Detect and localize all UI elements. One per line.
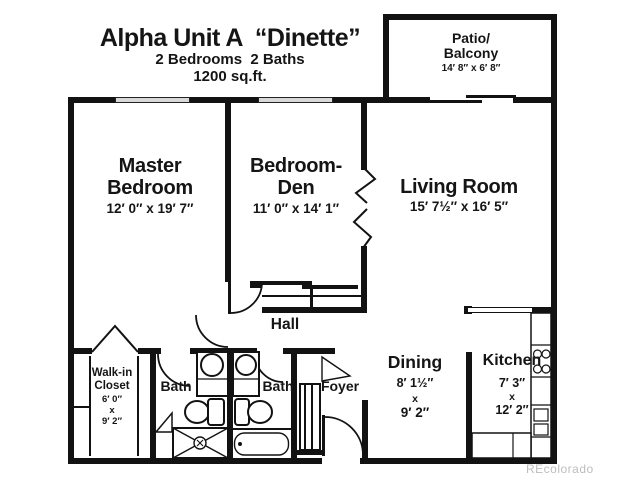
bathtub-icon [229,428,294,460]
walkin-closet-label2: Closet [94,380,130,392]
sink-icon [235,354,257,376]
bypass-door-icon [302,285,358,289]
shower-drain-icon [193,436,207,450]
window-master-icon [115,97,190,103]
entry-door-leaf [322,415,325,456]
master-bedroom-dims: 12′ 0″ x 19′ 7″ [106,201,194,216]
sliding-door-panel-icon [466,95,516,98]
bedroom-den-label: Bedroom- [249,155,343,177]
wall-left-outer [68,97,74,464]
wall-bottom-left [68,458,322,464]
entry-door-arc-icon [324,416,364,456]
wall-bath2-foyer [291,348,297,464]
toilet-tank-icon [234,398,250,426]
walkin-closet-dim2: 9′ 2″ [101,416,123,427]
sliding-door-panel-icon [430,100,482,103]
wall-kitchen-top [533,307,551,313]
bedroom-den-dims: 11′ 0″ x 14′ 1″ [252,201,340,216]
dining-label: Dining [387,352,443,372]
living-room-dims: 15′ 7½″ x 16′ 5″ [409,199,509,214]
kitchen-dim1: 7′ 3″ [498,376,526,390]
hall-label: Hall [270,316,300,333]
bedroom-den-label2: Den [277,177,315,199]
wall-bath-top-b [138,348,161,354]
plan-title: Alpha Unit A “Dinette” [99,24,361,52]
window-den-icon [258,97,333,103]
wall-den-closet-bottom [262,307,366,313]
plan-subtitle-sqft: 1200 sq.ft. [193,68,267,85]
master-bedroom-label: Master [118,155,182,177]
kitchen-sink-icon [533,423,549,436]
walkin-closet-dim1: 6′ 0″ [101,394,123,405]
bath1-label: Bath [160,378,192,394]
wall-dining-foyer [362,400,368,458]
wall-baths-divider [227,354,233,458]
foyer-closet-line [304,383,306,451]
wall-bath-top-a [68,348,92,354]
wall-top-main [68,97,430,103]
kitchen-bottom-counter [471,432,532,459]
toilet-icon [247,400,273,424]
patio-dims: 14′ 8″ x 6′ 8″ [441,63,501,74]
bath2-label: Bath [262,378,294,394]
foyer-closet-line [311,383,313,451]
plan-subtitle-beds-baths: 2 Bedrooms 2 Baths [155,51,305,68]
walkin-shelf-line [89,356,91,456]
dining-dim2: 9′ 2″ [400,405,430,420]
kitchen-dim2: 12′ 2″ [495,403,529,417]
walkin-closet-x: x [109,405,115,416]
wall-right-outer [551,14,557,464]
walkin-shelf-tick [74,406,90,408]
kitchen-passthrough-counter [467,307,533,313]
kitchen-label: Kitchen [482,352,542,369]
shower-door-icon [154,410,173,433]
master-bedroom-label2: Bedroom [107,177,193,199]
wall-den-living-upper [361,103,367,170]
den-door-leaf [228,282,231,314]
wall-patio-top [383,14,557,20]
patio-label: Patio/ [451,30,491,46]
den-closet-divider [310,287,313,307]
wall-closet-bath1 [150,354,156,458]
patio-label2: Balcony [443,45,499,61]
toilet-icon [184,400,210,424]
shower-drain-cross [196,439,204,447]
wall-bath-top-d [283,348,335,354]
wall-top-living-right [513,97,557,103]
wall-den-living-lower [361,246,367,313]
foyer-label: Foyer [320,378,360,394]
living-room-label: Living Room [400,176,518,198]
wall-master-den [225,103,231,282]
walkin-closet-label: Walk-in [91,367,133,379]
shower-icon [172,427,229,459]
vanity-icon [196,351,229,397]
wall-patio-left [383,14,389,103]
master-door-arc-icon [195,314,229,348]
bifold-door-icon [91,324,139,353]
shower-cross-lines [172,427,229,459]
bathtub-inner [233,432,290,456]
wall-bath-top-c [190,348,257,354]
watermark: REcolorado [526,462,594,476]
foyer-closet-bottom [297,450,322,455]
toilet-tank-icon [207,398,225,426]
bypass-door-icon [256,281,312,285]
dining-x: x [412,393,418,405]
kitchen-x: x [509,391,515,403]
wall-dining-kitchen [466,352,472,458]
dining-dim1: 8′ 1½″ [396,376,434,390]
tub-faucet-icon [238,442,242,446]
walkin-shelf-line [137,356,139,456]
wall-bottom-right [360,458,557,464]
sink-icon [200,353,224,377]
